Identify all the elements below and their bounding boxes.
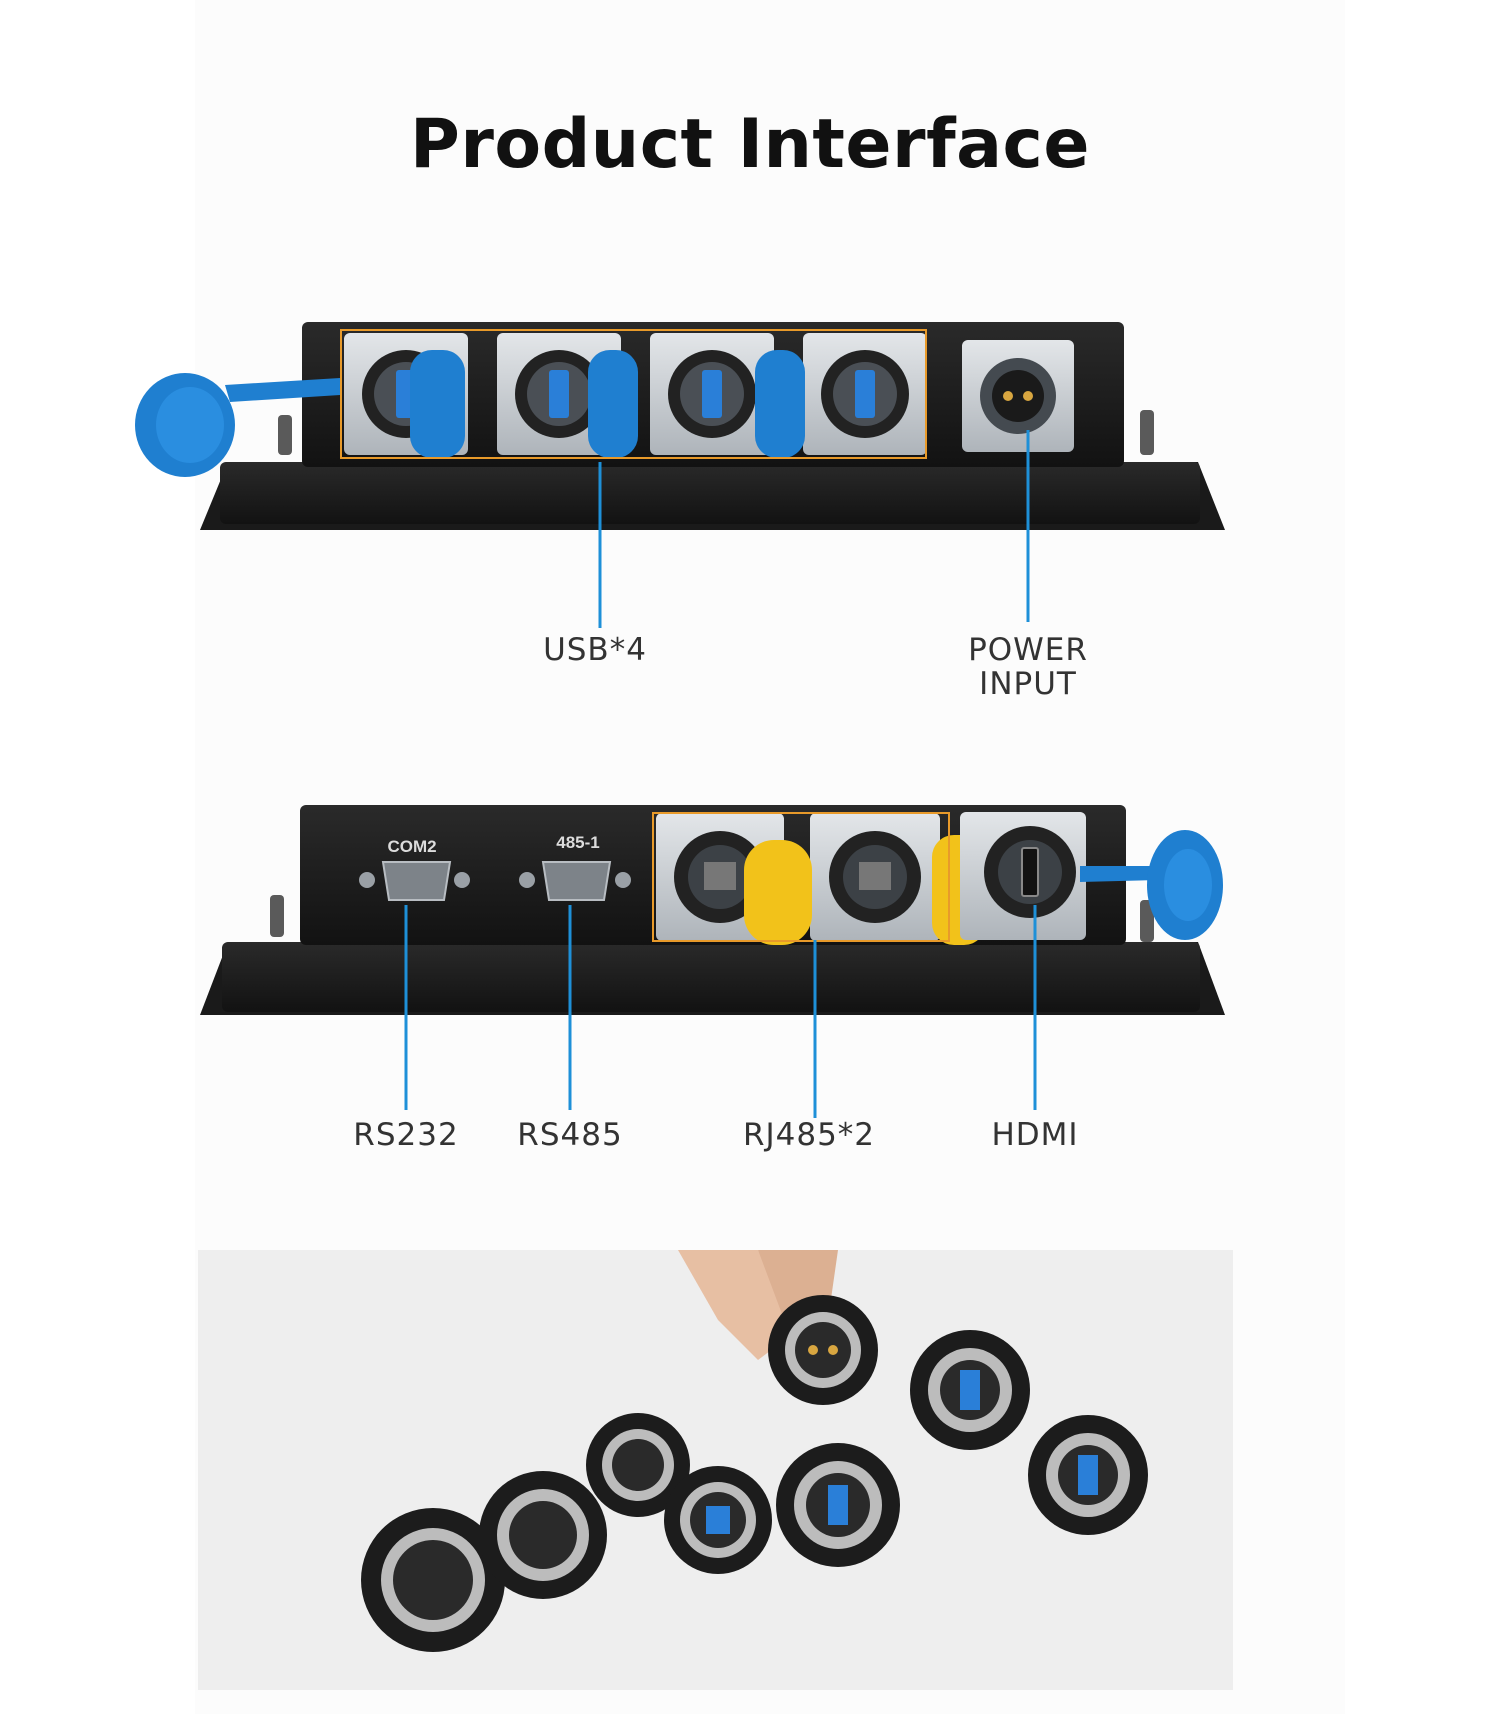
connector-plug-icon	[361, 1508, 505, 1652]
hdmi-port-icon	[960, 812, 1086, 940]
usb-label: USB*4	[543, 632, 647, 668]
rj45-port-icon	[656, 813, 784, 941]
connector-plug-icon	[910, 1330, 1030, 1450]
rs232-db9-port-icon	[359, 861, 470, 901]
hand-icon	[678, 1250, 798, 1360]
connector-plug-icon	[664, 1466, 772, 1574]
connector-plug-icon	[1028, 1415, 1148, 1535]
connector-plug-icon	[479, 1471, 607, 1599]
usb-highlight-box	[340, 329, 927, 459]
rj45-port-icon	[810, 813, 940, 941]
com2-port-marking: COM2	[387, 837, 436, 856]
rj45-highlight-box	[652, 812, 950, 942]
page-title: Product Interface	[410, 105, 1090, 184]
blue-dust-cap-icon	[135, 373, 340, 477]
blue-dust-cap-icon	[1080, 830, 1223, 940]
rs485-label: RS485	[517, 1117, 623, 1153]
connector-plug-icon	[586, 1413, 690, 1517]
usb-port-icon	[803, 333, 927, 455]
blue-dust-cap-icon	[755, 350, 805, 458]
blue-dust-cap-icon	[588, 350, 638, 458]
rs485-db9-port-icon	[519, 861, 631, 901]
power-input-label: POWER INPUT	[958, 633, 1098, 701]
connector-plug-icon	[768, 1295, 878, 1405]
power-input-label-line2: INPUT	[979, 666, 1077, 702]
bottom-device-panel: COM2 485-1	[200, 805, 1225, 1118]
yellow-dust-cap-icon	[744, 840, 812, 945]
connector-plugs-image	[361, 1250, 1148, 1652]
rs485-port-marking: 485-1	[556, 833, 599, 852]
power-input-port-icon	[962, 340, 1074, 452]
usb-port-icon	[650, 333, 774, 455]
connector-plugs-photo	[198, 1250, 1233, 1690]
rj45-label: RJ485*2	[742, 1117, 876, 1153]
connector-plug-icon	[776, 1443, 900, 1567]
hdmi-label: HDMI	[991, 1117, 1079, 1153]
rs232-label: RS232	[353, 1117, 459, 1153]
top-device-panel	[135, 322, 1225, 628]
blue-dust-cap-icon	[410, 350, 465, 458]
power-input-label-line1: POWER	[968, 632, 1088, 668]
